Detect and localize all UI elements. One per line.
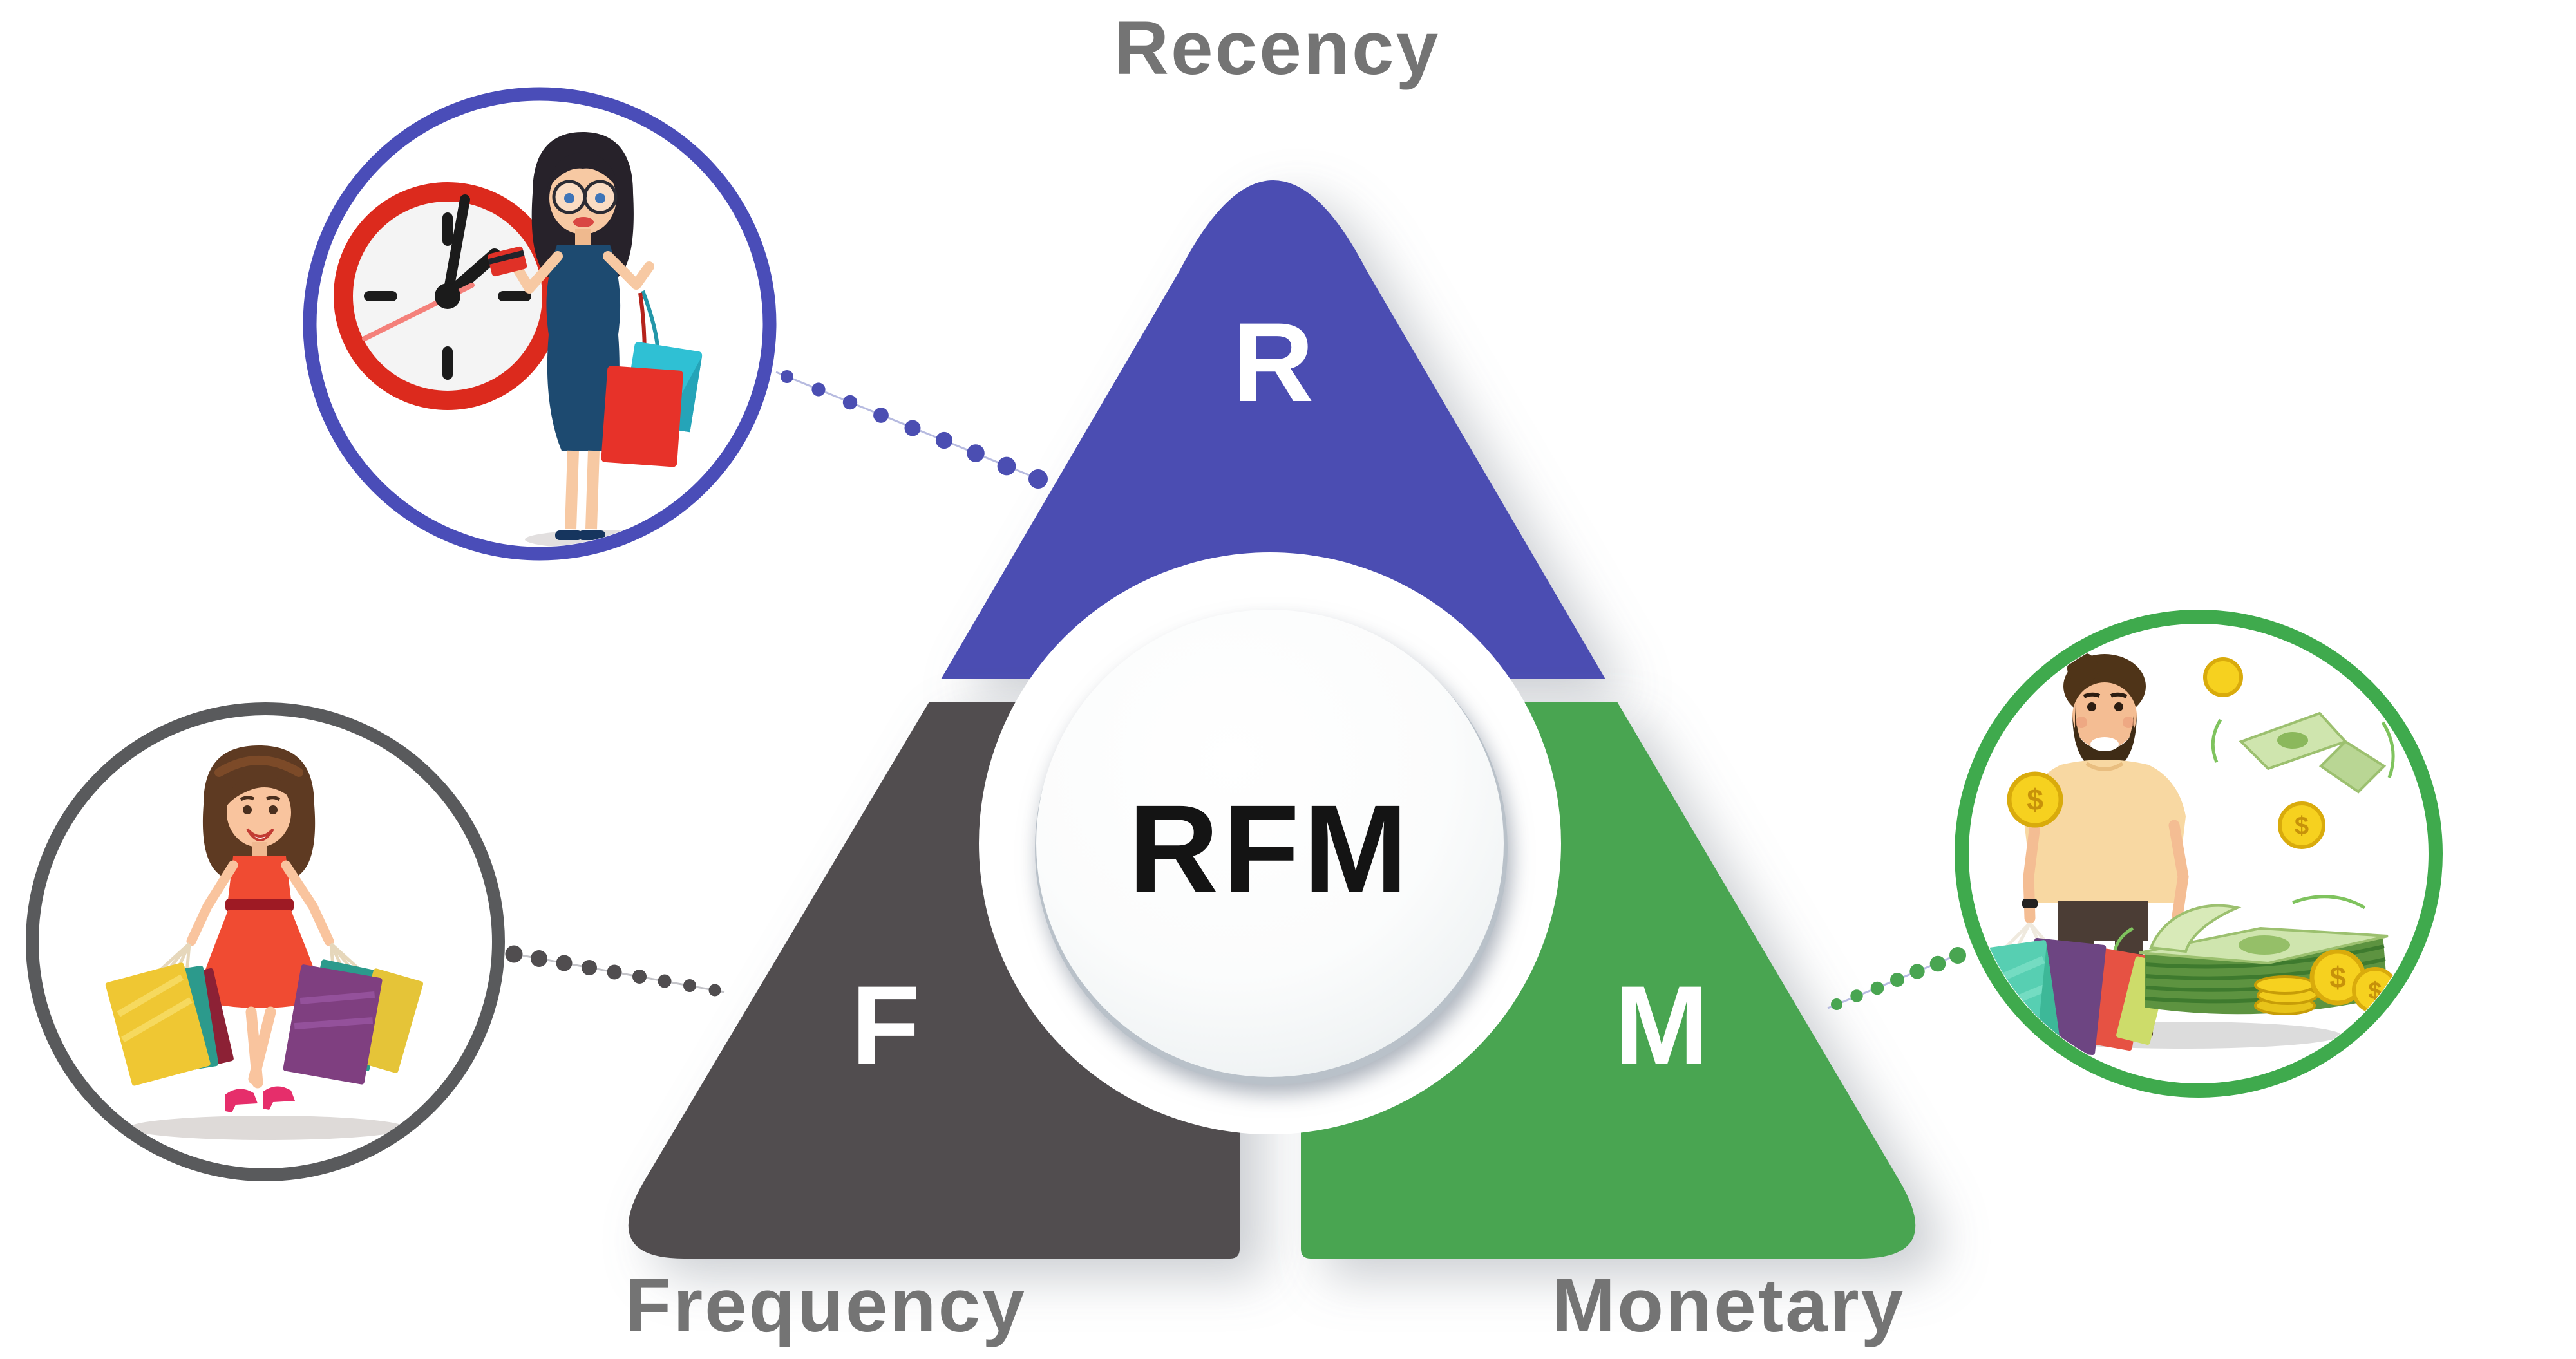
center-label: RFM [1128,779,1412,919]
label-recency: Recency [1114,6,1440,91]
high-heel-icon [263,1086,295,1110]
segment-recency [941,180,1605,679]
clock-minute-hand [442,194,470,301]
dotted-connector-monetary [1827,947,1966,1010]
watch-icon [2022,899,2038,908]
shopping-bag-icon [105,962,211,1086]
curling-banknote [2149,904,2242,953]
money-shopper-illustration: $ $ $ $ [1969,653,2398,1066]
segment-letter-recency: R [1233,300,1314,426]
segment-letter-monetary: M [1615,963,1709,1089]
high-heel-icon [225,1089,258,1112]
triangle: R F M RFM [628,180,1916,1259]
shopping-bag-icon [601,366,683,467]
credit-card-icon [488,246,527,277]
svg-text:$: $ [2295,812,2309,840]
center-circle [1036,610,1504,1077]
svg-text:$: $ [2329,961,2346,994]
gold-coins-icon: $ $ $ $ [2007,657,2398,1015]
svg-text:$: $ [2027,783,2043,816]
flying-banknote-icon [2211,711,2395,794]
shopping-bags-woman-illustration [105,745,424,1140]
dotted-connector-recency [775,370,1048,489]
recency-woman [488,132,703,540]
callout-recency [303,87,777,561]
callout-monetary: $ $ $ $ [1955,610,2443,1098]
callout-frequency [26,702,505,1181]
segment-letter-frequency: F [851,963,920,1089]
clock-icon [334,182,562,410]
frequency-woman [105,745,424,1112]
monetary-man [1969,653,2189,1066]
label-monetary: Monetary [1552,1263,1906,1348]
label-frequency: Frequency [625,1263,1027,1348]
clock-shopper-illustration [334,132,703,547]
shopping-bag-icon [283,964,383,1085]
dotted-connector-frequency [505,945,725,997]
